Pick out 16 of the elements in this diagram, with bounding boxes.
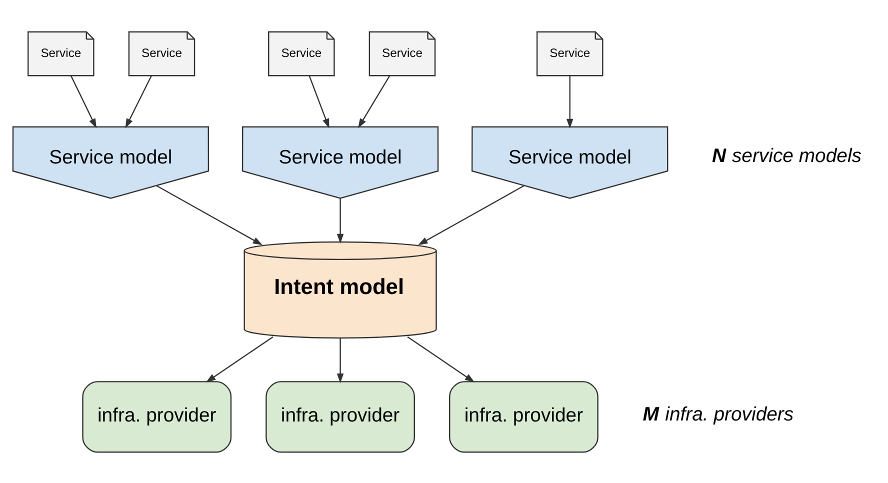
label: N service models (712, 144, 862, 167)
arrow (70, 74, 97, 128)
arrow (407, 336, 475, 382)
arrow (125, 74, 152, 128)
label: M infra. providers (642, 402, 794, 425)
arrow (336, 198, 344, 244)
arrow (358, 74, 390, 128)
arrow (336, 338, 344, 383)
node-box: infra. provider (82, 380, 232, 452)
arrow (156, 184, 263, 245)
node-box: infra. provider (449, 380, 598, 452)
arrow (566, 75, 574, 128)
arrow (206, 336, 274, 382)
arrow (418, 184, 524, 245)
node-box: infra. provider (266, 380, 415, 452)
arrow (308, 75, 330, 128)
